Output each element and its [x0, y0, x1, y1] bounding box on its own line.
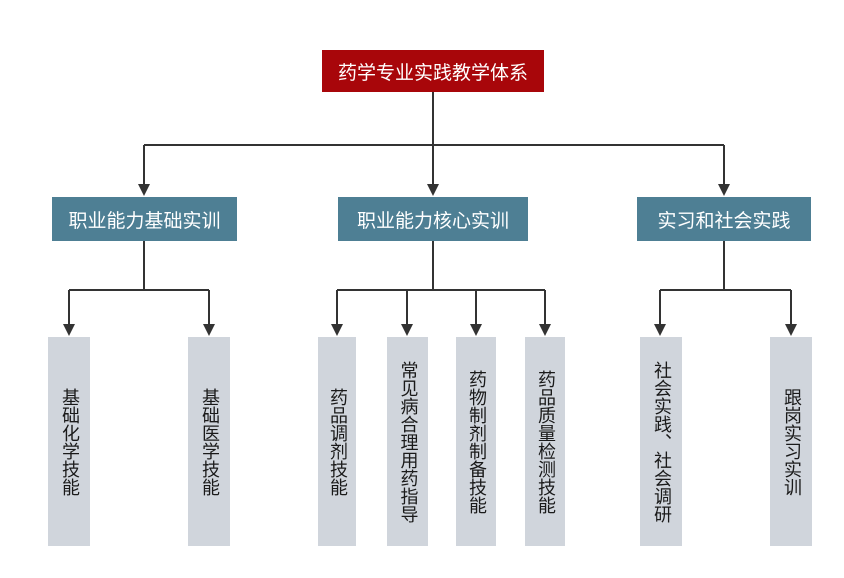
leaf-node-preparation-skills: 药物制剂制备技能 [456, 337, 496, 546]
category-node-label: 实习和社会实践 [657, 209, 791, 232]
root-node: 药学专业实践教学体系 [322, 50, 544, 92]
arrow-cat1-leaf2 [203, 324, 215, 336]
leaf-node-social-practice: 社会实践、社会调研 [640, 337, 682, 546]
leaf-node-label: 药品质量检测技能 [535, 369, 556, 514]
category-node-core-training: 职业能力核心实训 [338, 197, 528, 241]
arrow-cat2-leaf2 [401, 324, 413, 336]
arrow-to-category-2 [427, 184, 439, 196]
leaf-node-label: 基础化学技能 [59, 387, 80, 496]
leaf-node-label: 跟岗实习实训 [781, 387, 802, 496]
leaf-node-dispensing-skills: 药品调剂技能 [318, 337, 356, 546]
arrow-to-category-3 [718, 184, 730, 196]
category-node-internship-practice: 实习和社会实践 [637, 197, 811, 241]
leaf-node-label: 药物制剂制备技能 [466, 369, 487, 514]
leaf-node-rational-drug-use: 常见病合理用药指导 [387, 337, 428, 546]
arrow-cat2-leaf3 [470, 324, 482, 336]
arrow-to-category-1 [138, 184, 150, 196]
root-node-label: 药学专业实践教学体系 [337, 61, 528, 84]
category-node-label: 职业能力基础实训 [68, 209, 221, 232]
leaf-node-label: 基础医学技能 [199, 387, 220, 496]
leaf-node-quality-testing: 药品质量检测技能 [525, 337, 565, 546]
leaf-node-label: 社会实践、社会调研 [651, 360, 672, 523]
category-node-label: 职业能力核心实训 [356, 209, 509, 232]
arrow-cat2-leaf4 [539, 324, 551, 336]
arrow-cat1-leaf1 [63, 324, 75, 336]
arrow-cat2-leaf1 [331, 324, 343, 336]
category-node-basic-training: 职业能力基础实训 [52, 197, 237, 241]
leaf-node-medicine-skills: 基础医学技能 [188, 337, 230, 546]
leaf-node-internship-training: 跟岗实习实训 [770, 337, 812, 546]
arrow-cat3-leaf2 [785, 324, 797, 336]
leaf-node-label: 药品调剂技能 [327, 387, 348, 496]
leaf-node-label: 常见病合理用药指导 [397, 360, 419, 523]
arrow-cat3-leaf1 [654, 324, 666, 336]
leaf-node-chemistry-skills: 基础化学技能 [48, 337, 90, 546]
